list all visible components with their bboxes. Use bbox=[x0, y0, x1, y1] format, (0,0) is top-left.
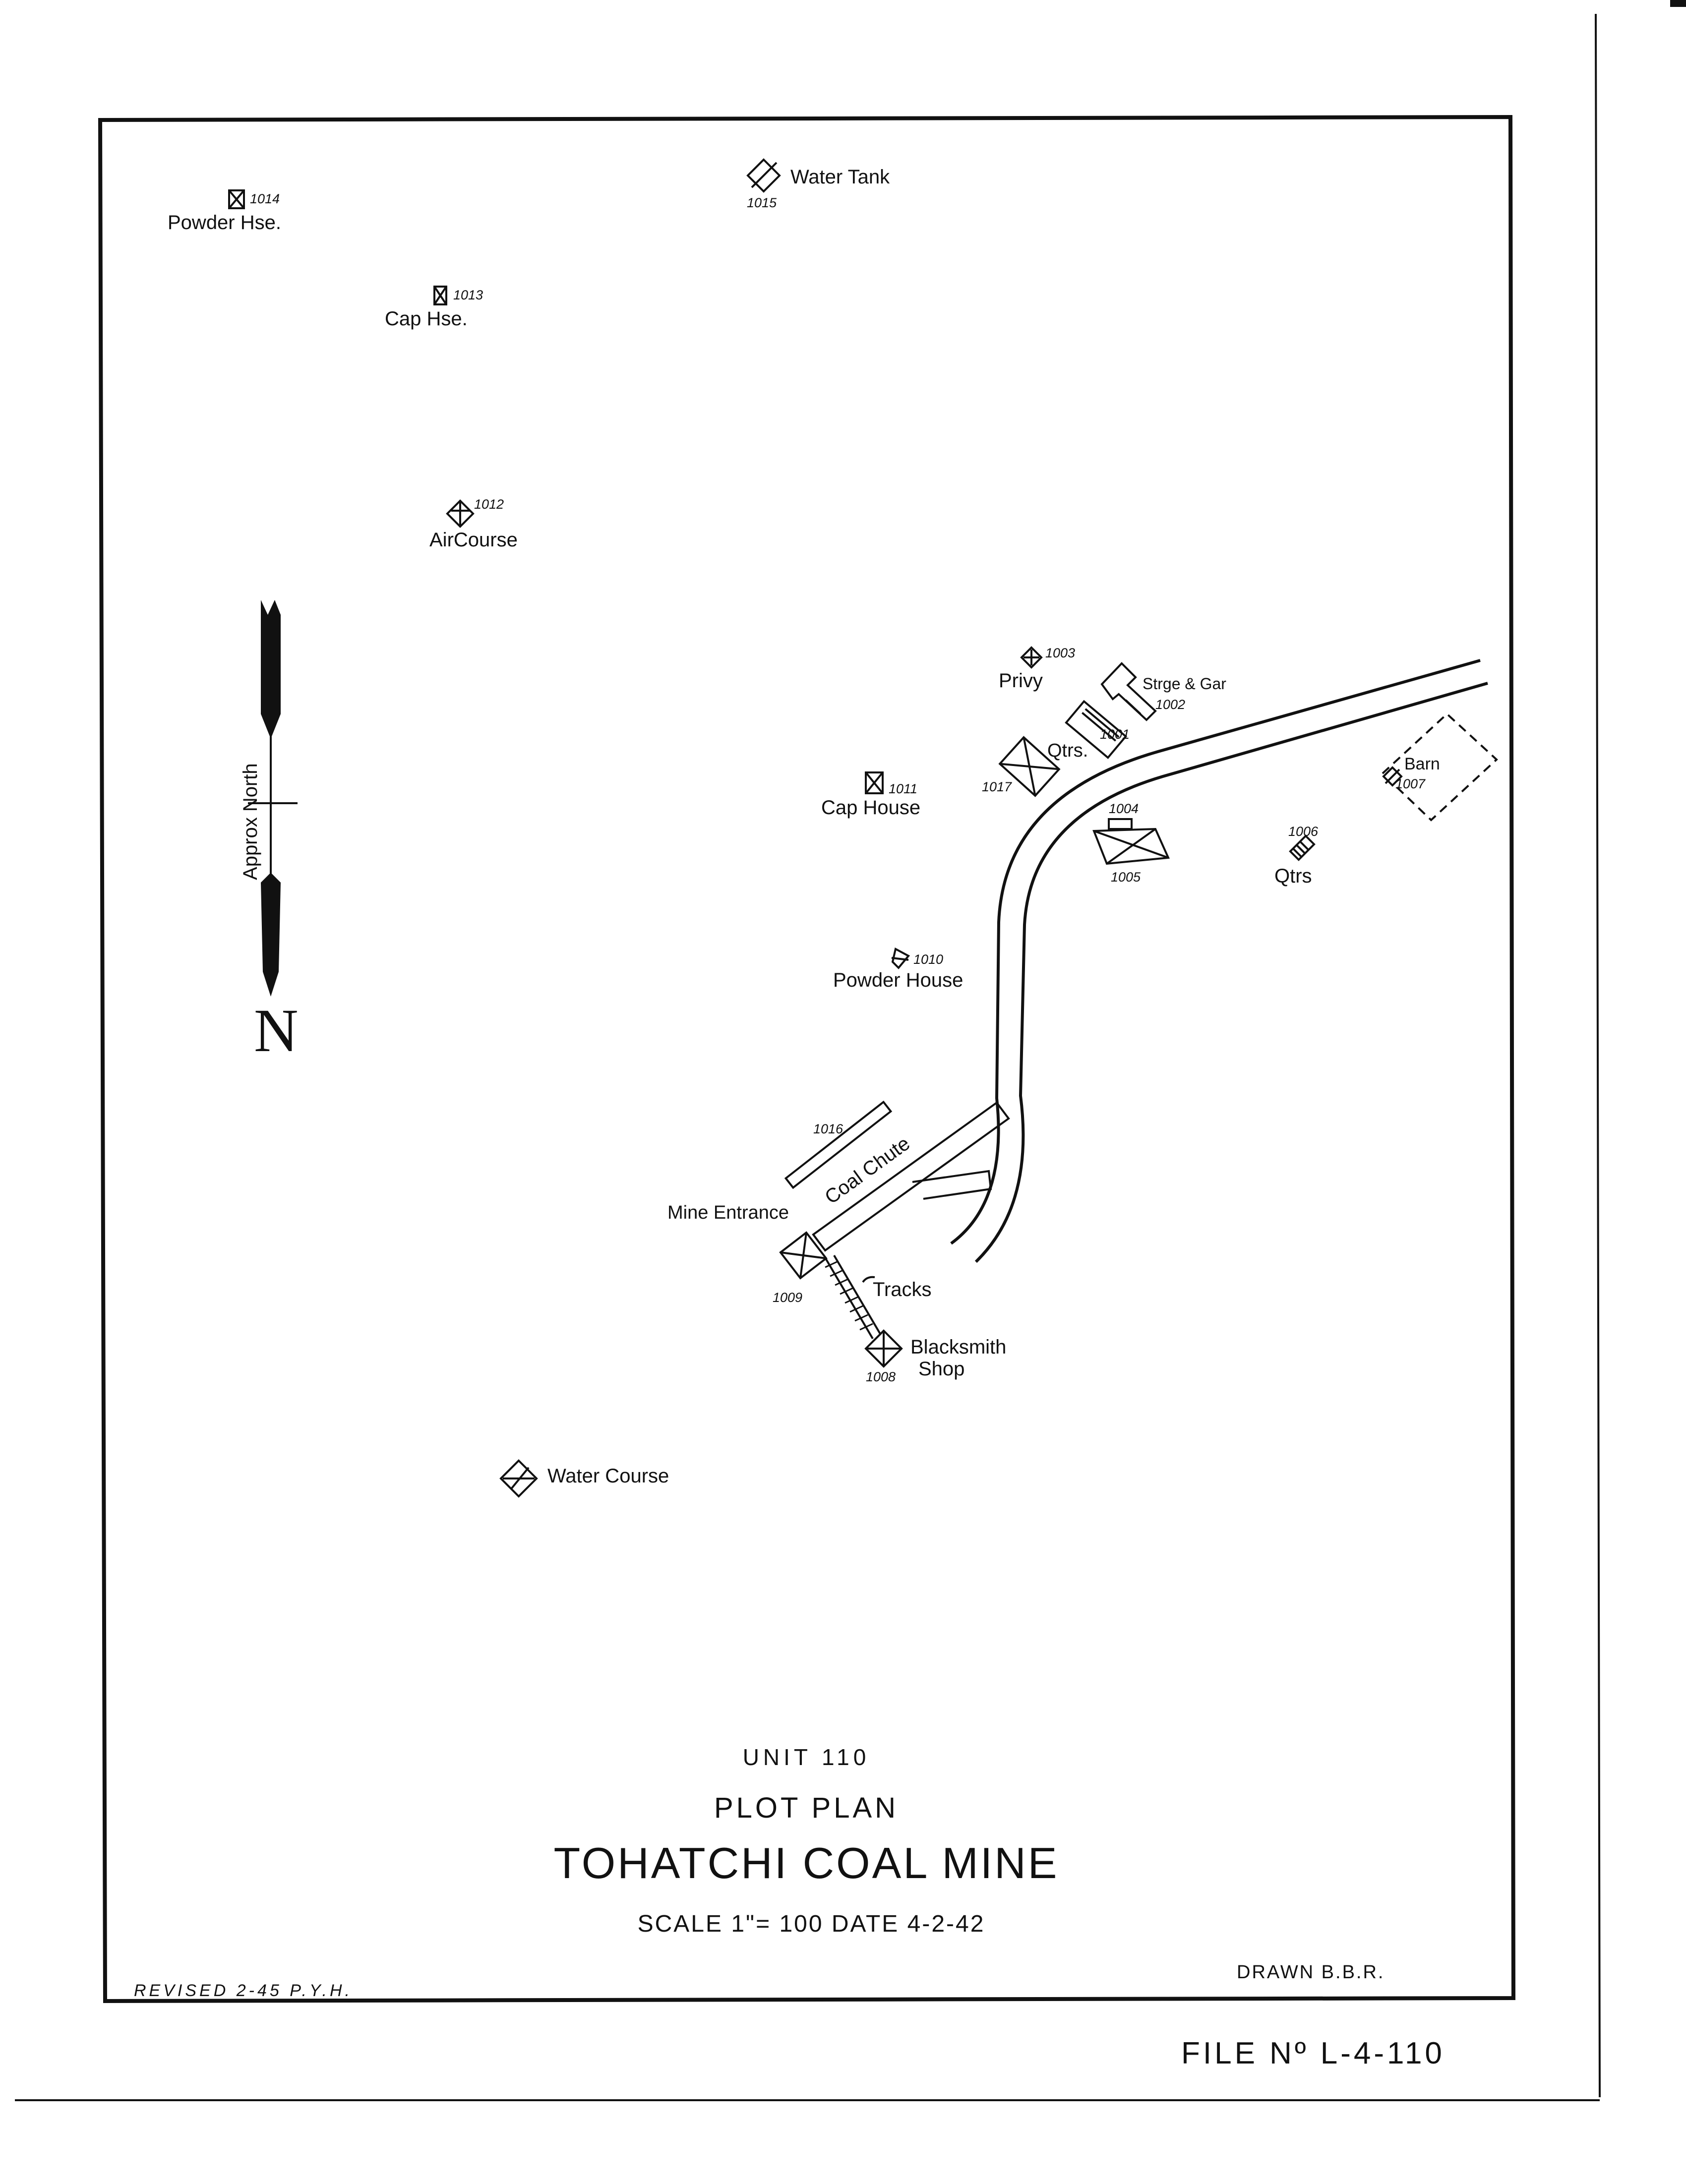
mine-entrance-1009-symbol bbox=[779, 1231, 828, 1280]
blacksmith-label-2: Shop bbox=[918, 1358, 964, 1380]
powder-hse-1014-label: Powder Hse. bbox=[168, 212, 281, 234]
unit-label: UNIT 110 bbox=[743, 1744, 870, 1770]
north-arrow-label: Approx North bbox=[240, 763, 261, 880]
strge-gar-1002-label: Strge & Gar bbox=[1143, 675, 1226, 693]
water-tank-1015-symbol bbox=[746, 158, 781, 193]
privy-1003-number: 1003 bbox=[1045, 646, 1075, 660]
road bbox=[950, 659, 1488, 1263]
cap-house-1011-label: Cap House bbox=[821, 797, 920, 819]
scale-date: SCALE 1"= 100 DATE 4-2-42 bbox=[638, 1911, 985, 1937]
north-arrow: Approx North N bbox=[240, 600, 299, 1064]
title-block: UNIT 110 PLOT PLAN TOHATCHI COAL MINE SC… bbox=[134, 1744, 1445, 2070]
privy-1003-symbol bbox=[1020, 646, 1043, 669]
water-tank-label: Water Tank bbox=[790, 166, 890, 188]
bldg-1016-number: 1016 bbox=[813, 1122, 843, 1136]
drawing-frame bbox=[98, 115, 1516, 2004]
file-number: FILE Nº L-4-110 bbox=[1181, 2036, 1445, 2070]
cap-house-1011-symbol bbox=[865, 771, 884, 794]
qtrs-1006-symbol bbox=[1289, 834, 1316, 861]
bldg-1004-1005-symbol bbox=[1092, 818, 1170, 865]
blacksmith-label-1: Blacksmith bbox=[910, 1336, 1006, 1358]
air-course-1012-label: AirCourse bbox=[429, 529, 518, 551]
powder-house-1010-number: 1010 bbox=[913, 952, 943, 967]
barn-1007-number: 1007 bbox=[1395, 776, 1426, 791]
qtrs-1001-number: 1001 bbox=[1100, 727, 1130, 742]
water-tank-number: 1015 bbox=[747, 195, 777, 210]
sheet-border bbox=[15, 13, 1601, 2101]
blacksmith-number: 1008 bbox=[866, 1369, 896, 1384]
cap-house-1011-number: 1011 bbox=[889, 781, 917, 796]
qtrs-1001-label: Qtrs. bbox=[1047, 740, 1088, 761]
air-course-1012-number: 1012 bbox=[474, 497, 504, 512]
coal-chute-symbol bbox=[812, 1101, 1010, 1252]
barn-1007-symbol bbox=[1381, 712, 1498, 822]
qtrs-1006-label: Qtrs bbox=[1274, 865, 1312, 887]
privy-1003-label: Privy bbox=[999, 670, 1043, 692]
powder-house-1010-label: Powder House bbox=[833, 969, 963, 991]
air-course-1012-symbol bbox=[446, 499, 475, 528]
qtrs-1017-number: 1017 bbox=[982, 779, 1012, 794]
cap-hse-1013-symbol bbox=[433, 286, 447, 305]
plot-plan-label: PLOT PLAN bbox=[714, 1792, 899, 1824]
powder-hse-1014-symbol bbox=[228, 189, 245, 209]
blacksmith-1008-symbol bbox=[864, 1329, 903, 1368]
powder-house-1010-symbol bbox=[891, 947, 910, 969]
north-letter: N bbox=[254, 997, 299, 1064]
bldg-1004-number: 1004 bbox=[1109, 801, 1139, 816]
revised-note: REVISED 2-45 P.Y.H. bbox=[134, 1981, 353, 2000]
drawn-by: DRAWN B.B.R. bbox=[1237, 1962, 1385, 1983]
barn-1007-label: Barn bbox=[1404, 755, 1440, 773]
qtrs-1001-symbol bbox=[1065, 700, 1128, 759]
water-course-symbol bbox=[499, 1459, 538, 1498]
strge-gar-1002-symbol bbox=[1100, 662, 1157, 721]
bldg-1016-symbol bbox=[784, 1100, 893, 1189]
bldg-1005-number: 1005 bbox=[1111, 870, 1141, 885]
mine-entrance-number: 1009 bbox=[773, 1290, 802, 1305]
tracks-label: Tracks bbox=[873, 1279, 932, 1300]
water-course-label: Water Course bbox=[547, 1465, 669, 1487]
tracks-symbol bbox=[825, 1254, 882, 1340]
mine-title: TOHATCHI COAL MINE bbox=[554, 1838, 1059, 1888]
powder-hse-1014-number: 1014 bbox=[250, 191, 280, 206]
qtrs-1017-symbol bbox=[998, 736, 1061, 797]
cap-hse-1013-number: 1013 bbox=[453, 288, 483, 302]
corner-mark bbox=[1670, 0, 1686, 7]
strge-gar-1002-number: 1002 bbox=[1155, 697, 1185, 712]
mine-entrance-label: Mine Entrance bbox=[667, 1202, 789, 1223]
cap-hse-1013-label: Cap Hse. bbox=[385, 308, 468, 330]
qtrs-1006-number: 1006 bbox=[1288, 824, 1319, 839]
